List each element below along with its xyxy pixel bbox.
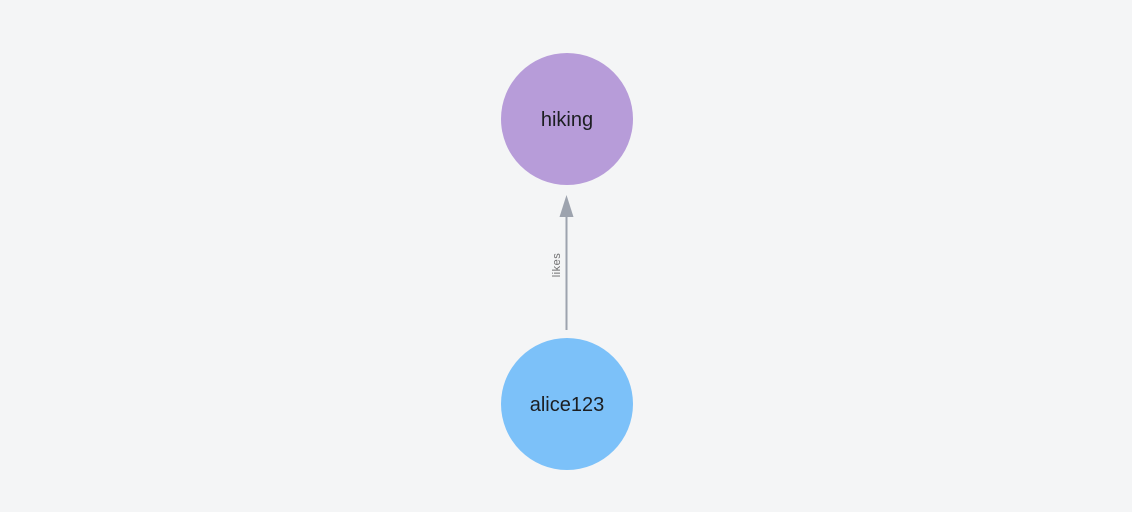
node-hiking-circle[interactable] xyxy=(501,53,633,185)
edge-label: likes xyxy=(551,253,563,278)
node-alice123[interactable]: alice123 xyxy=(501,338,633,470)
node-hiking[interactable]: hiking xyxy=(501,53,633,185)
node-alice123-circle[interactable] xyxy=(501,338,633,470)
node-alice123-label: alice123 xyxy=(530,394,605,416)
edge-likes[interactable]: likes xyxy=(551,195,574,330)
node-hiking-label: hiking xyxy=(541,109,593,131)
edge-arrowhead-icon xyxy=(559,195,574,217)
